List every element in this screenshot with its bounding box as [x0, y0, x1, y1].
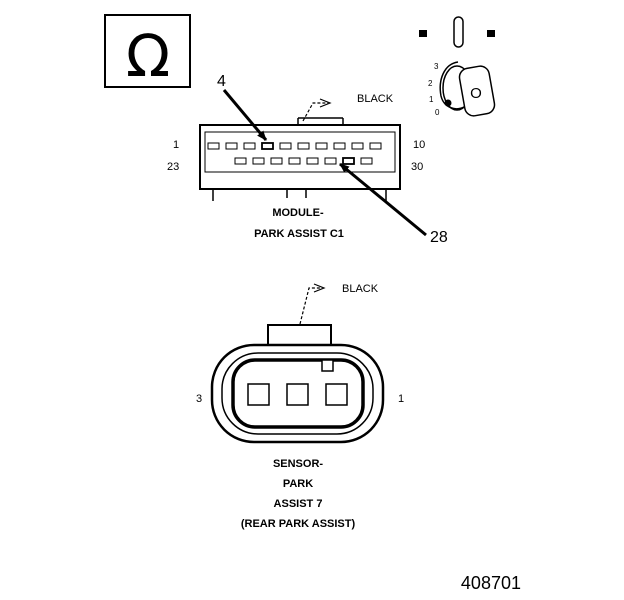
sensor-pin-label-3: 3: [196, 393, 202, 405]
module-title-line1: MODULE-: [272, 207, 324, 219]
sensor-latch: [267, 324, 332, 347]
sensor-wire-color: BLACK: [342, 283, 379, 295]
sensor-cavity-3: [247, 383, 270, 406]
ohm-icon: Ω: [126, 22, 170, 90]
callout-arrow-28: [339, 162, 427, 237]
callout-label-4: 4: [217, 73, 226, 90]
key-blade-icon: [458, 65, 496, 117]
ohmmeter-symbol: Ω: [104, 14, 191, 90]
sensor-key-notch: [321, 359, 334, 372]
sensor-title-line4: (REAR PARK ASSIST): [241, 518, 356, 530]
key-position-2: 2: [428, 79, 433, 88]
key-position-1: 1: [429, 95, 434, 104]
module-pin-label-30: 30: [411, 161, 423, 173]
ignition-key-symbol: 3 2 1 0 O: [419, 16, 496, 117]
sensor-connector-face: [231, 358, 365, 429]
key-slot-mark-left: [419, 30, 427, 37]
callout-label-28: 28: [430, 229, 448, 246]
sensor-cavity-2: [286, 383, 309, 406]
sensor-pin-label-1: 1: [398, 393, 404, 405]
module-connector-face: [204, 131, 396, 173]
key-slot-icon: [453, 16, 464, 48]
sensor-title-line3: ASSIST 7: [274, 498, 323, 510]
key-slot-mark-right: [487, 30, 495, 37]
module-cavities-top: [207, 142, 382, 150]
module-title-line2: PARK ASSIST C1: [254, 228, 344, 240]
key-glyph: O: [470, 85, 482, 102]
sensor-title-line2: PARK: [283, 478, 313, 490]
key-position-dot: [444, 99, 452, 107]
key-position-0: 0: [435, 108, 440, 117]
sensor-title-line1: SENSOR-: [273, 458, 323, 470]
module-pin-label-23: 23: [167, 161, 179, 173]
module-wire-color: BLACK: [357, 93, 394, 105]
key-position-3: 3: [434, 62, 439, 71]
module-cavity-4: [261, 142, 274, 150]
module-pin-label-1: 1: [173, 139, 179, 151]
sensor-connector-shell: [210, 343, 385, 444]
figure-number: 408701: [461, 573, 521, 593]
module-connector: 1 10 23 30 BLACK 4 28 MODULE- PARK ASSIS…: [167, 73, 448, 246]
module-connector-body: [199, 124, 401, 190]
sensor-cavity-1: [325, 383, 348, 406]
callout-arrow-4: [222, 89, 268, 141]
sensor-connector: 3 1 BLACK SENSOR- PARK ASSIST 7 (REAR PA…: [196, 283, 404, 530]
module-pin-label-10: 10: [413, 139, 425, 151]
